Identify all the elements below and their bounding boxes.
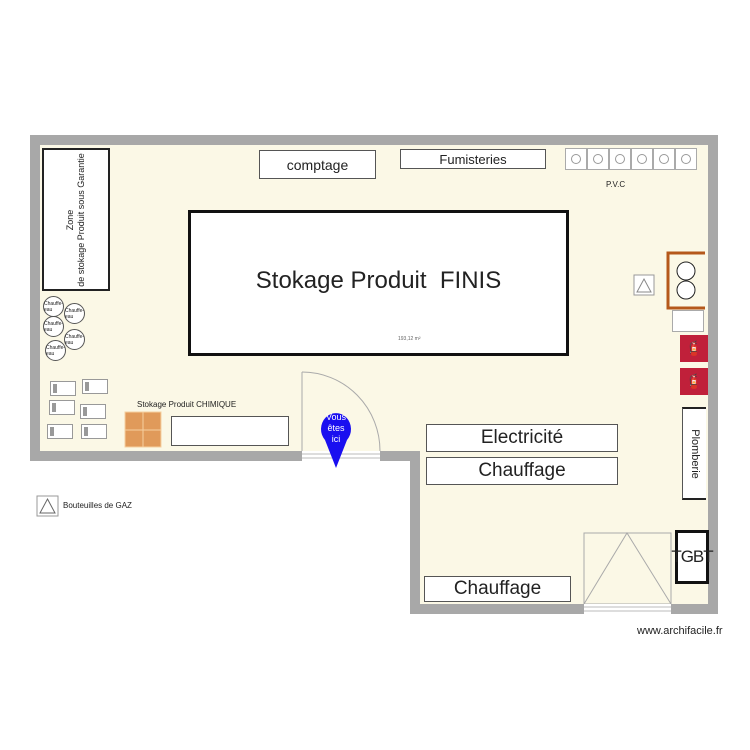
fire-extinguisher-icon: 🧯 bbox=[680, 368, 708, 395]
chauffe-eau: Chauffe-eau bbox=[64, 329, 85, 350]
fire-extinguisher-icon: 🧯 bbox=[680, 335, 708, 362]
pipe-icon bbox=[593, 154, 603, 164]
pvc-cell bbox=[631, 148, 653, 170]
small-cabinet bbox=[47, 424, 73, 439]
chauffage-room-2: Chauffage bbox=[424, 576, 571, 602]
small-cabinet bbox=[81, 424, 107, 439]
pipe-icon bbox=[637, 154, 647, 164]
pin-label: Vous êtes ici bbox=[322, 412, 350, 445]
cabinet-icon bbox=[50, 427, 54, 436]
main-storage-title: Stokage Produit FINIS bbox=[255, 267, 502, 294]
cabinet-icon bbox=[84, 427, 88, 436]
pvc-cell bbox=[609, 148, 631, 170]
area-label: 193,12 m² bbox=[398, 336, 421, 342]
small-cabinet bbox=[50, 381, 76, 396]
legend-gas-label: Bouteuilles de GAZ bbox=[63, 501, 132, 510]
pipe-icon bbox=[659, 154, 669, 164]
cabinet-icon bbox=[53, 384, 57, 393]
stairs bbox=[583, 532, 672, 614]
white-cabinet bbox=[672, 310, 704, 332]
pvc-cell bbox=[653, 148, 675, 170]
pvc-cell bbox=[565, 148, 587, 170]
you-are-here-pin bbox=[321, 413, 351, 468]
pvc-rack bbox=[565, 148, 697, 170]
cabinet-icon bbox=[85, 382, 89, 391]
triangle-icon bbox=[36, 495, 59, 517]
pin-text: Vous bbox=[325, 412, 347, 422]
plomberie-label: Plomberie bbox=[688, 428, 701, 479]
main-storage: Stokage Produit FINIS 193,12 m² bbox=[188, 210, 569, 356]
pvc-label: P.V.C bbox=[606, 180, 626, 189]
fumisteries-room: Fumisteries bbox=[400, 149, 546, 169]
chimique-label: Stokage Produit CHIMIQUE bbox=[137, 400, 237, 409]
small-cabinet bbox=[80, 404, 106, 419]
pvc-cell bbox=[675, 148, 697, 170]
pin-text: ici bbox=[331, 434, 341, 444]
pin-text: êtes bbox=[327, 423, 345, 433]
pipe-icon bbox=[681, 154, 691, 164]
chauffe-eau: Chauffe-eau bbox=[45, 340, 66, 361]
cabinet-icon bbox=[52, 403, 56, 412]
zone-garantie: Zone de stokage Produit sous Garantie bbox=[42, 148, 110, 291]
chauffe-eau: Chauffe-eau bbox=[43, 296, 64, 317]
gas-bottle bbox=[676, 280, 696, 300]
door bbox=[301, 371, 381, 461]
chauffe-eau: Chauffe-eau bbox=[43, 316, 64, 337]
cabinet-icon bbox=[83, 407, 87, 416]
comptage-room: comptage bbox=[259, 150, 376, 179]
zone-label: Zone bbox=[65, 209, 75, 230]
zone-label: de stokage Produit sous Garantie bbox=[76, 152, 86, 287]
small-cabinet bbox=[82, 379, 108, 394]
small-cabinet bbox=[49, 400, 75, 415]
gas-bottle bbox=[676, 261, 696, 281]
pvc-cell bbox=[587, 148, 609, 170]
electricite-room: Electricité bbox=[426, 424, 618, 452]
pipe-icon bbox=[571, 154, 581, 164]
tgbt-panel: TGBT bbox=[671, 530, 714, 584]
chauffe-eau: Chauffe-eau bbox=[64, 303, 85, 324]
chauffage-room: Chauffage bbox=[426, 457, 618, 485]
pallet bbox=[124, 411, 162, 448]
gas-symbol bbox=[633, 274, 655, 296]
plomberie-room: Plomberie bbox=[682, 407, 706, 500]
pipe-icon bbox=[615, 154, 625, 164]
watermark: www.archifacile.fr bbox=[637, 625, 723, 637]
chimique-shelf bbox=[171, 416, 289, 446]
gas-rack bbox=[666, 251, 705, 310]
